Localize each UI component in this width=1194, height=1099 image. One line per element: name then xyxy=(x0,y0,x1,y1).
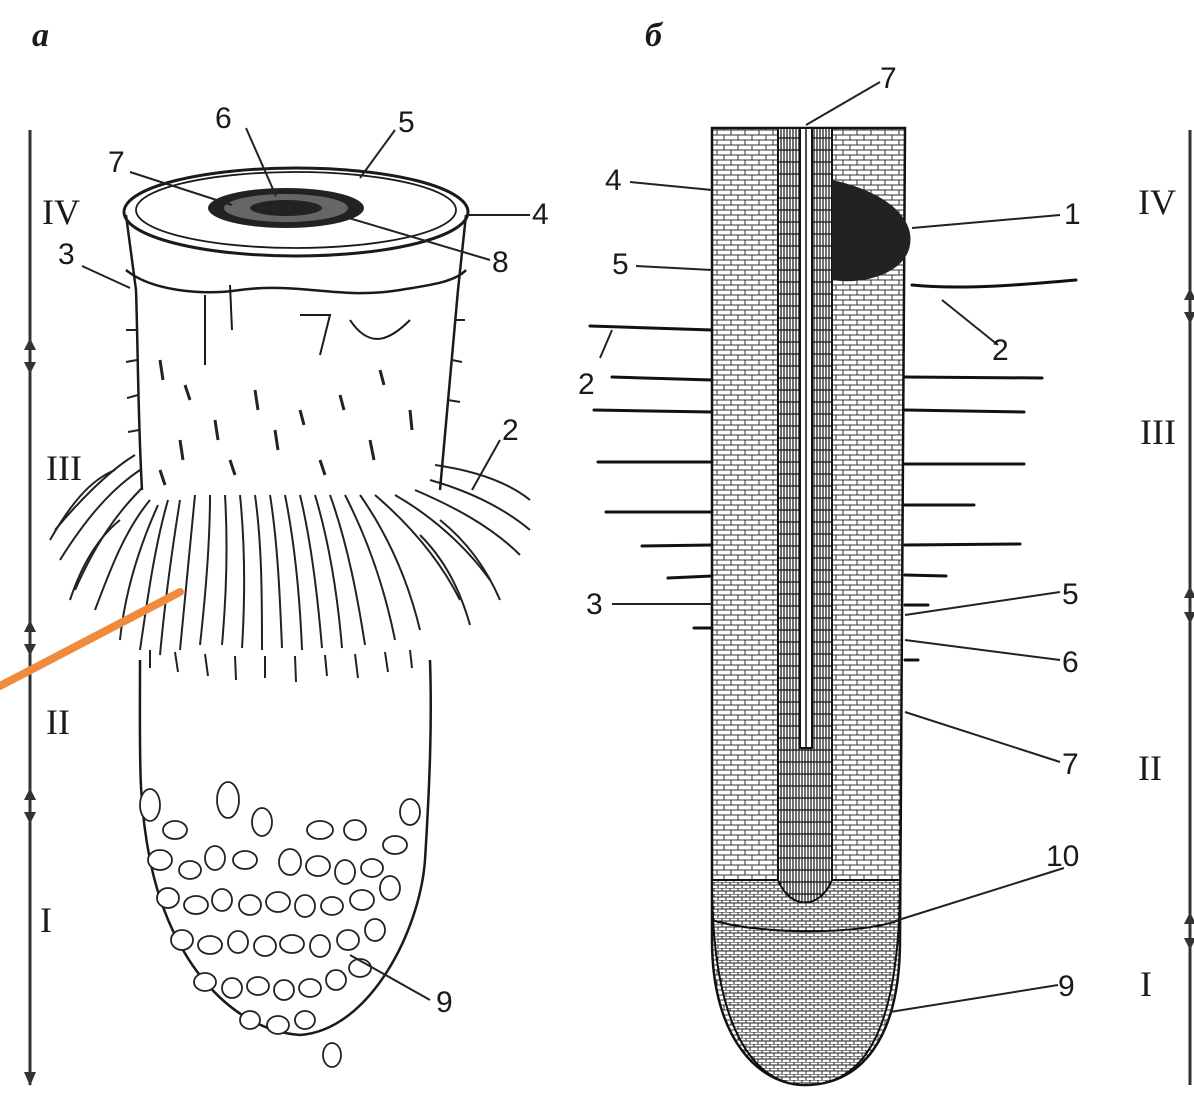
zone-label-b-iii: III xyxy=(1140,412,1176,452)
label-b-2-left: 2 xyxy=(578,368,595,401)
root-cap-cells xyxy=(140,782,420,1067)
epidermis-marks xyxy=(160,360,412,485)
panel-b-letter: б xyxy=(645,17,664,54)
young-hairs-a xyxy=(150,650,412,682)
zone-label-a-ii: II xyxy=(46,702,70,742)
zone-label-a-iv: IV xyxy=(42,192,80,232)
panel-a-letter: a xyxy=(32,17,49,54)
label-b-6: 6 xyxy=(1062,646,1079,679)
arrow-down-icon xyxy=(24,1072,36,1086)
zone-label-b-iv: IV xyxy=(1138,182,1176,222)
root-hairs-b-left xyxy=(590,326,712,628)
label-b-7-top: 7 xyxy=(880,62,897,95)
label-b-7-bottom: 7 xyxy=(1062,748,1079,781)
panel-a: a IV III II I xyxy=(24,17,549,1086)
zone-label-b-ii: II xyxy=(1138,748,1162,788)
label-a-9: 9 xyxy=(436,986,453,1019)
label-b-9: 9 xyxy=(1058,970,1075,1003)
label-b-2-right: 2 xyxy=(992,334,1009,367)
zone-label-b-i: I xyxy=(1140,964,1152,1004)
label-a-6: 6 xyxy=(215,102,232,135)
zone-axis-a xyxy=(24,130,36,1086)
label-a-5: 5 xyxy=(398,106,415,139)
zone-label-a-iii: III xyxy=(46,448,82,488)
label-b-5-top: 5 xyxy=(612,248,629,281)
label-a-7: 7 xyxy=(108,146,125,179)
zone-label-a-i: I xyxy=(40,900,52,940)
label-a-2: 2 xyxy=(502,414,519,447)
pointer-arrow xyxy=(0,592,180,686)
root-tip-a xyxy=(140,660,431,1067)
label-b-3: 3 xyxy=(586,588,603,621)
label-a-3: 3 xyxy=(58,238,75,271)
root-longitudinal-section xyxy=(712,128,910,1085)
zone-axis-b xyxy=(1184,130,1194,1085)
label-b-4: 4 xyxy=(605,164,622,197)
label-b-1: 1 xyxy=(1064,198,1081,231)
side-hair-stubs-a xyxy=(126,320,465,432)
label-a-4: 4 xyxy=(532,198,549,231)
label-a-8: 8 xyxy=(492,246,509,279)
panel-b: б IV III II I xyxy=(578,17,1194,1085)
root-body-a xyxy=(124,168,468,490)
label-b-10: 10 xyxy=(1046,840,1079,873)
label-b-5-bottom: 5 xyxy=(1062,578,1079,611)
